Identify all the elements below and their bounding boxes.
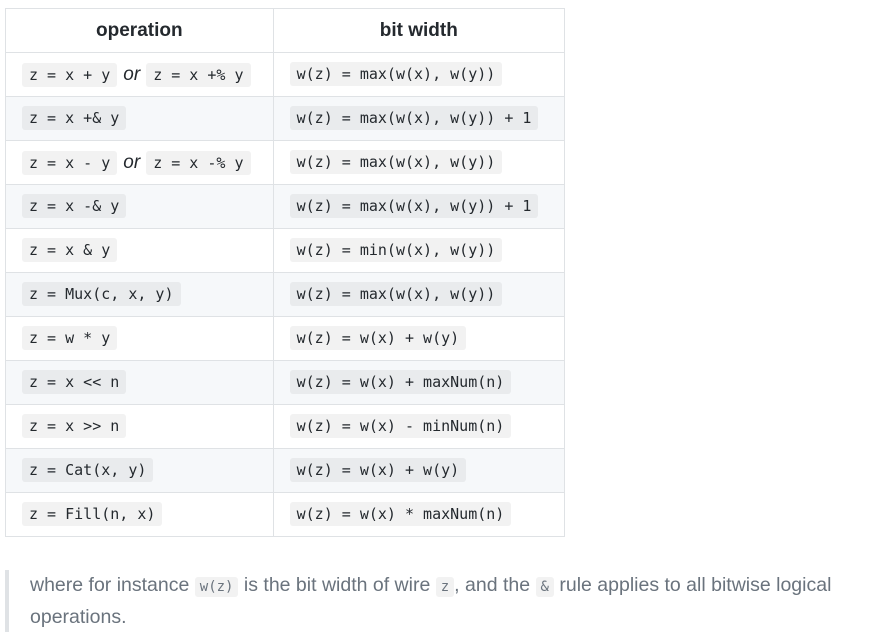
bit-width-code: w(z) = max(w(x), w(y)) [289,150,503,174]
bit-width-code: w(z) = max(w(x), w(y)) [289,282,503,306]
note-code: z [435,577,455,597]
bit-width-cell: w(z) = max(w(x), w(y)) + 1 [272,184,566,229]
operation-code: z = x & y [22,238,118,262]
table-row: z = Cat(x, y) w(z) = w(x) + w(y) [5,448,566,493]
bit-width-code: w(z) = w(x) + w(y) [289,458,467,482]
bit-width-code: w(z) = max(w(x), w(y)) + 1 [289,194,539,218]
note-code: w(z) [194,577,239,597]
table-row: z = x >> n w(z) = w(x) - minNum(n) [5,404,566,449]
bit-width-code: w(z) = max(w(x), w(y)) [289,62,503,86]
or-separator: or [123,63,141,85]
operation-cell: z = Mux(c, x, y) [5,272,274,317]
operation-code: z = Cat(x, y) [22,458,154,482]
note-text: is the bit width of wire [238,574,436,596]
bit-width-cell: w(z) = w(x) - minNum(n) [272,404,566,449]
operation-code: z = x +& y [22,106,127,130]
operation-cell: z = x >> n [5,404,274,449]
bit-width-cell: w(z) = w(x) + w(y) [272,316,566,361]
note-text: rule applies to all bitwise logical oper… [30,574,832,628]
bit-width-cell: w(z) = max(w(x), w(y)) [272,52,566,97]
bit-width-cell: w(z) = max(w(x), w(y)) + 1 [272,96,566,141]
table-row: z = x & y w(z) = min(w(x), w(y)) [5,228,566,273]
bit-width-cell: w(z) = w(x) * maxNum(n) [272,492,566,537]
operation-cell: z = x << n [5,360,274,405]
operation-code: z = x +% y [146,62,251,87]
bit-width-code: w(z) = w(x) + w(y) [289,326,467,350]
blockquote-note: where for instance w(z) is the bit width… [5,570,885,632]
operation-code: z = x - y [22,150,118,175]
note-code: & [535,577,554,597]
operation-cell: z = Fill(n, x) [5,492,274,537]
bit-width-cell: w(z) = w(x) + maxNum(n) [272,360,566,405]
header-operation: operation [5,8,274,53]
bit-width-code: w(z) = w(x) + maxNum(n) [289,370,512,394]
bit-width-code: w(z) = w(x) * maxNum(n) [289,502,512,526]
operation-cell: z = Cat(x, y) [5,448,274,493]
bit-width-code: w(z) = min(w(x), w(y)) [289,238,503,262]
table-header-row: operation bit width [5,8,566,53]
operation-code: z = Mux(c, x, y) [22,282,181,306]
bit-width-cell: w(z) = max(w(x), w(y)) [272,140,566,185]
operation-cell: z = w * y [5,316,274,361]
table-row: z = Mux(c, x, y) w(z) = max(w(x), w(y)) [5,272,566,317]
bit-width-code: w(z) = max(w(x), w(y)) + 1 [289,106,539,130]
bit-width-cell: w(z) = min(w(x), w(y)) [272,228,566,273]
operation-cell: z = x & y [5,228,274,273]
table-row: z = Fill(n, x) w(z) = w(x) * maxNum(n) [5,492,566,537]
header-bit-width: bit width [272,8,566,53]
operation-code: z = Fill(n, x) [22,502,163,526]
table-row: z = x +& y w(z) = max(w(x), w(y)) + 1 [5,96,566,141]
operation-code: z = x + y [22,62,118,87]
operation-code: z = x -% y [146,150,251,175]
table-row: z = x -& y w(z) = max(w(x), w(y)) + 1 [5,184,566,229]
note-text: , and the [454,574,536,596]
operation-code: z = x -& y [22,194,127,218]
bit-width-cell: w(z) = max(w(x), w(y)) [272,272,566,317]
operation-cell: z = x -& y [5,184,274,229]
operation-code: z = x << n [22,370,127,394]
operation-code: z = w * y [22,326,118,350]
operation-cell: z = x +& y [5,96,274,141]
table-row: z = x << n w(z) = w(x) + maxNum(n) [5,360,566,405]
table-row: z = w * y w(z) = w(x) + w(y) [5,316,566,361]
or-separator: or [123,151,141,173]
bit-width-code: w(z) = w(x) - minNum(n) [289,414,512,438]
note-text: where for instance [30,574,195,596]
operation-code: z = x >> n [22,414,127,438]
bit-width-cell: w(z) = w(x) + w(y) [272,448,566,493]
